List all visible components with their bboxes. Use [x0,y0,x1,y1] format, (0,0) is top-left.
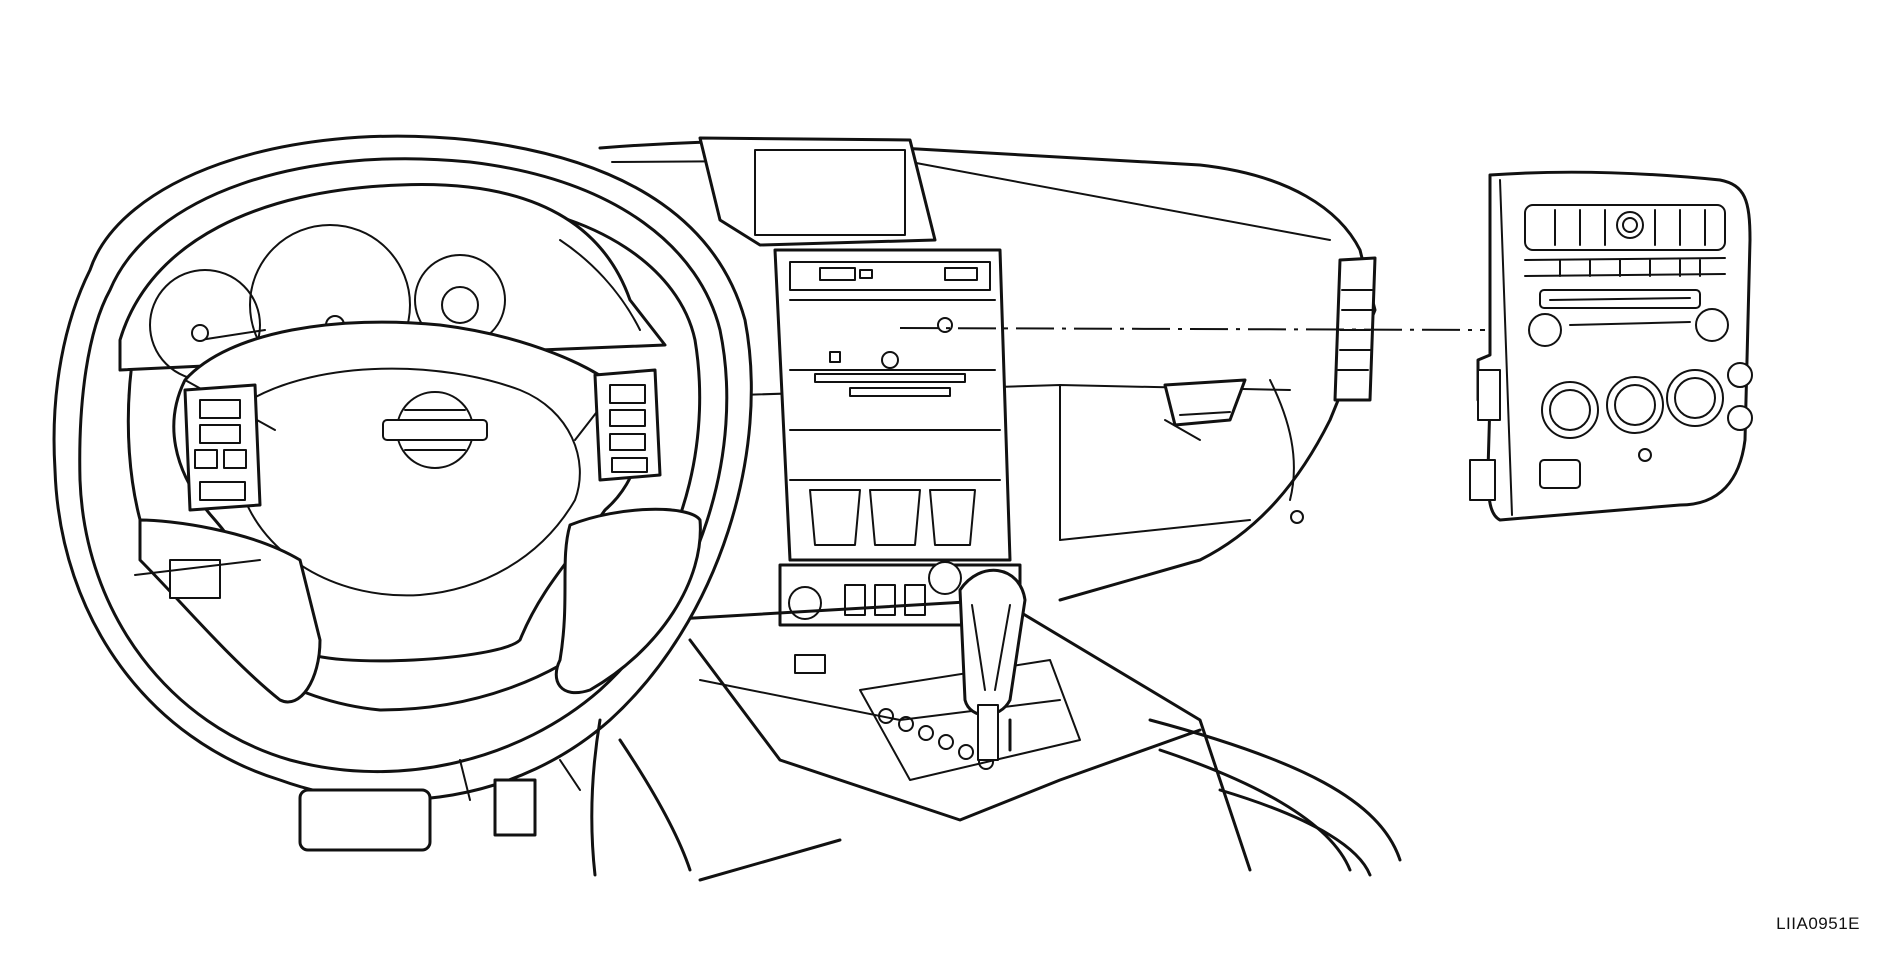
instrument-cluster [118,183,667,386]
removal-direction-line [899,327,1486,331]
shift-lever [958,568,1027,761]
glove-box-handle [1163,378,1304,524]
lower-spokes [134,507,702,704]
right-steering-switches [593,368,662,482]
center-console [658,598,1252,882]
brand-logo [382,391,488,469]
figure-code-label: LIIA0951E [1776,914,1860,933]
left-steering-switches [183,383,262,512]
cluster-lid-panel [1469,170,1753,522]
seat [1148,718,1402,877]
display-screen-housing [698,136,937,247]
steering-column-and-pedals [298,718,692,877]
center-stack-opening [773,248,1012,562]
